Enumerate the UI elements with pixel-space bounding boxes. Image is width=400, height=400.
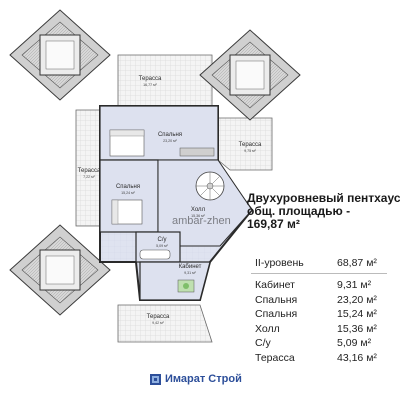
spec-row-label: Холл [255, 322, 280, 335]
bathtub [139, 249, 171, 260]
spec-level-row: II-уровень 68,87 м² [255, 255, 395, 271]
room-label-hall: Холл [191, 207, 206, 213]
title-block: Двухуровневый пентхаус общ. площадью - 1… [247, 191, 400, 231]
spec-row: Спальня 23,20 м² [255, 293, 395, 308]
spec-row-value: 23,20 м² [337, 293, 377, 306]
room-label-terrace-bottom: Терасса [147, 314, 170, 320]
spec-row-value: 43,16 м² [337, 351, 377, 364]
room-area-bedroom-top: 23,20 м² [163, 139, 177, 143]
title-line-2: общ. площадью - [247, 204, 351, 218]
roof-turret-bottom-left [9, 224, 111, 316]
bed-top-pillows [109, 129, 145, 137]
room-area-terrace-bottom: 9,42 м² [152, 321, 164, 325]
room-label-bathroom: С/у [158, 237, 167, 243]
title-line-3: 169,87 м² [247, 217, 300, 231]
spec-table: II-уровень 68,87 м² Кабинет 9,31 м² Спал… [251, 255, 395, 366]
room-area-bathroom: 5,09 м² [156, 244, 168, 248]
room-label-terrace-right: Терасса [239, 142, 262, 148]
title-line-1: Двухуровневый пентхаус [247, 191, 400, 205]
terrace-top-area [117, 54, 213, 107]
spec-divider [251, 273, 387, 274]
spec-level-label: II-уровень [255, 257, 304, 269]
room-label-terrace-top: Терасса [139, 76, 162, 82]
room-label-bedroom-top: Спальня [158, 132, 182, 138]
spec-row: С/у 5,09 м² [255, 336, 395, 351]
spec-row: Кабинет 9,31 м² [255, 278, 395, 293]
spec-row-value: 15,36 м² [337, 322, 377, 335]
spec-level-value: 68,87 м² [337, 257, 377, 269]
room-label-terrace-left: Терасса [78, 168, 101, 174]
room-labels: Терасса 16,77 м² Спальня 23,20 м² Терасс… [78, 76, 262, 325]
spec-row-label: Спальня [255, 308, 298, 320]
room-area-terrace-left: 7,22 м² [83, 175, 95, 179]
roof-turret-top-right [199, 29, 301, 121]
terraces [75, 54, 273, 343]
room-area-hall: 15,36 м² [191, 214, 205, 218]
room-area-terrace-top: 16,77 м² [143, 83, 157, 87]
spec-row-label: Спальня [255, 293, 298, 306]
spec-row: Холл 15,36 м² [255, 322, 395, 337]
spec-row-label: Кабинет [255, 279, 295, 291]
roof-turrets [9, 9, 301, 316]
room-area-terrace-right: 9,75 м² [244, 149, 256, 153]
spec-row: Спальня 15,24 м² [255, 307, 395, 322]
spiral-stair [195, 171, 225, 201]
spec-row: Терасса 43,16 м² [255, 351, 395, 366]
room-area-office: 9,31 м² [184, 271, 196, 275]
spec-row-value: 9,31 м² [337, 279, 372, 291]
interior [99, 105, 254, 301]
room-label-office: Кабинет [179, 264, 202, 270]
spec-row-label: Терасса [255, 351, 295, 364]
bed-left-pillows [111, 199, 119, 225]
brand-name: Имарат Строй [165, 373, 242, 385]
brand-logo-icon [150, 373, 161, 385]
office-plant [183, 283, 189, 289]
spec-row-value: 15,24 м² [337, 308, 377, 320]
spec-row-value: 5,09 м² [337, 337, 372, 349]
brand: Имарат Строй [150, 369, 242, 389]
spec-row-label: С/у [255, 337, 271, 349]
terrace-bottom-area [117, 304, 213, 343]
roof-turret-top-left [9, 9, 111, 101]
wardrobe-top [179, 147, 215, 157]
room-label-bedroom-left: Спальня [116, 184, 140, 190]
room-area-bedroom-left: 15,24 м² [121, 191, 135, 195]
watermark: ambar-zhen [172, 215, 231, 227]
